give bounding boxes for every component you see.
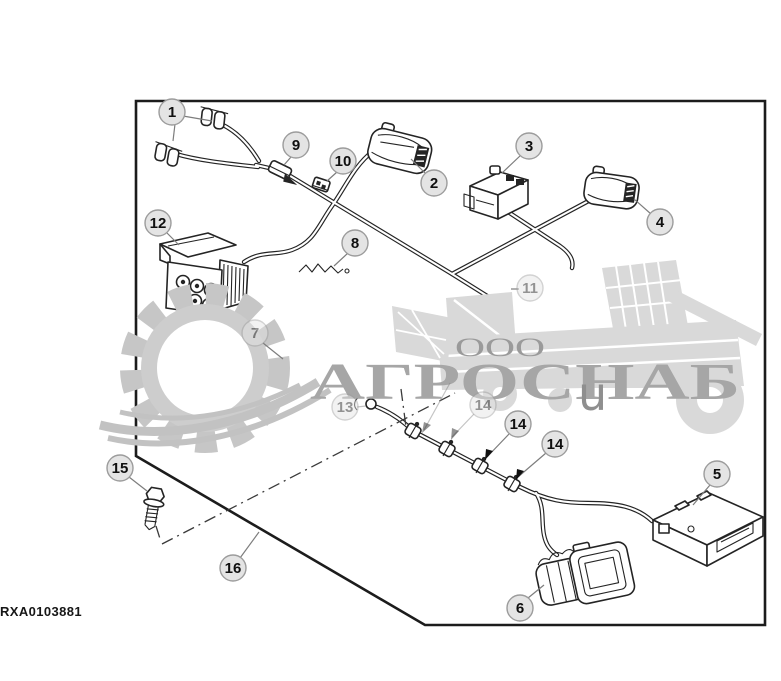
callout-3[interactable]: 3 (515, 132, 543, 160)
ring-terminal-13 (354, 396, 377, 411)
relay-3 (463, 165, 529, 220)
cable-tie-1a (200, 106, 229, 130)
callout-16[interactable]: 16 (219, 554, 247, 582)
callout-5-label: 5 (713, 466, 721, 483)
connector-2 (367, 121, 433, 175)
centerlines (155, 388, 456, 545)
clip-9 (267, 159, 298, 186)
callout-16-label: 16 (225, 560, 242, 577)
watermark-org-prefix: ООО (455, 333, 545, 362)
bolt-15 (143, 486, 165, 531)
callout-2-label: 2 (430, 175, 438, 192)
clip-14-2 (436, 435, 459, 461)
callout-13[interactable]: 13 (331, 393, 359, 421)
callout-14-3-label: 14 (547, 436, 564, 453)
harness-wire-8 (298, 263, 350, 274)
callout-12[interactable]: 12 (144, 209, 172, 237)
cable-tie-1b (154, 141, 183, 167)
callout-4[interactable]: 4 (646, 208, 674, 236)
leader-14-hidden (423, 382, 451, 431)
callout-5[interactable]: 5 (703, 460, 731, 488)
connector-12 (159, 232, 249, 317)
callout-14-2[interactable]: 14 (504, 410, 532, 438)
callout-12-label: 12 (150, 215, 167, 232)
callout-11[interactable]: 11 (516, 274, 544, 302)
callout-7-label: 7 (251, 325, 259, 342)
callout-14-1[interactable]: 14 (469, 391, 497, 419)
watermark-domain-letter: u (578, 367, 607, 421)
callout-10-label: 10 (335, 153, 352, 170)
clip-14-3 (469, 452, 492, 478)
watermark-org-name: АГРОСНАБ (310, 354, 740, 411)
figure-code-label: RXA0103881 (0, 604, 82, 619)
callout-1[interactable]: 1 (158, 98, 186, 126)
callout-7[interactable]: 7 (241, 319, 269, 347)
callout-8[interactable]: 8 (341, 229, 369, 257)
callout-14-1-label: 14 (475, 397, 492, 414)
gear-icon (98, 283, 332, 453)
callout-6-label: 6 (516, 600, 524, 617)
callout-15-label: 15 (112, 460, 129, 477)
callout-2[interactable]: 2 (420, 169, 448, 197)
callout-15[interactable]: 15 (106, 454, 134, 482)
diagram-frame (134, 99, 767, 627)
callout-14-3[interactable]: 14 (541, 430, 569, 458)
callout-4-label: 4 (656, 214, 665, 231)
connector-5 (652, 490, 764, 567)
connector-4 (583, 165, 640, 210)
connector-6 (535, 541, 636, 606)
callout-1-label: 1 (168, 104, 176, 121)
combine-icon (392, 260, 762, 434)
callout-8-label: 8 (351, 235, 359, 252)
callout-11-label: 11 (522, 280, 538, 297)
callout-10[interactable]: 10 (329, 147, 357, 175)
callout-9[interactable]: 9 (282, 131, 310, 159)
callout-14-2-label: 14 (510, 416, 527, 433)
callout-13-label: 13 (337, 399, 354, 416)
leader-lines (128, 115, 711, 599)
callout-9-label: 9 (292, 137, 300, 154)
clip-10 (311, 176, 331, 193)
callout-6[interactable]: 6 (506, 594, 534, 622)
callout-3-label: 3 (525, 138, 533, 155)
watermark: ООО АГРОСНАБ u (98, 260, 762, 453)
